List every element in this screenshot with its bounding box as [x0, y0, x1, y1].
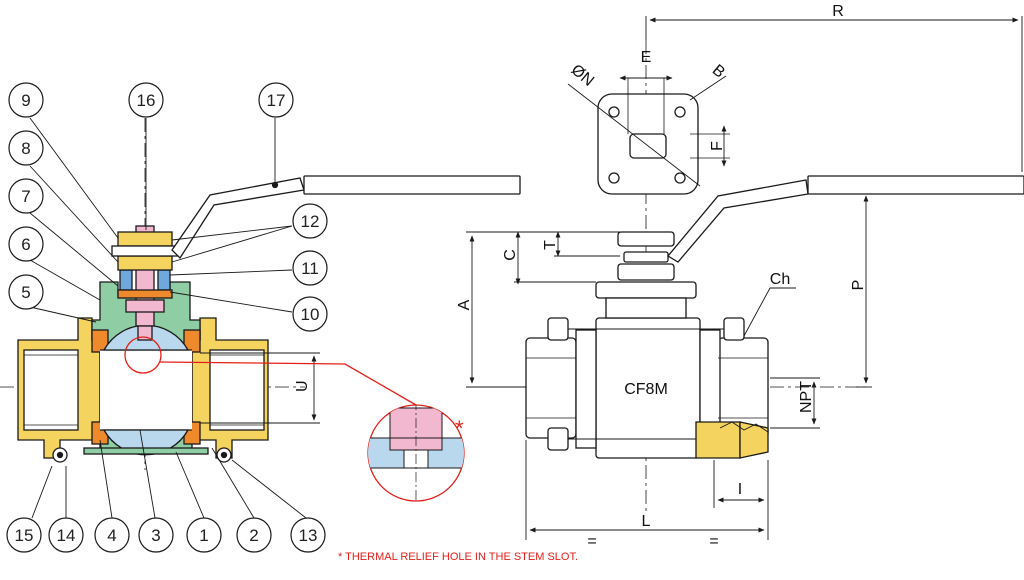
dim-R-label: R — [832, 3, 844, 20]
section-view — [0, 118, 305, 470]
dim-NPT-label: NPT — [798, 381, 815, 413]
part-8: 8 — [21, 139, 30, 158]
dim-U — [200, 352, 320, 424]
part-10: 10 — [301, 305, 320, 324]
handle-left — [171, 175, 521, 260]
part-1: 1 — [199, 526, 208, 545]
dim-C-label: C — [502, 249, 519, 261]
part-6: 6 — [21, 235, 30, 254]
part-9: 9 — [21, 91, 30, 110]
exterior-view — [470, 40, 870, 515]
dim-eq-left: = — [587, 533, 596, 550]
dim-P-label: P — [850, 280, 867, 291]
dim-eq-right: = — [709, 533, 718, 550]
handle-right — [667, 175, 1024, 263]
part-11: 11 — [301, 259, 319, 278]
dim-T-label: T — [542, 240, 559, 250]
part-5: 5 — [21, 283, 30, 302]
body-marking: CF8M — [624, 381, 668, 398]
part-15: 15 — [15, 526, 34, 545]
dim-Ch-label: Ch — [770, 271, 790, 288]
leader-lines-left — [29, 117, 307, 519]
part-13: 13 — [299, 526, 318, 545]
part-12: 12 — [301, 212, 320, 231]
dim-F-label: F — [709, 141, 726, 151]
dim-I-label: I — [738, 481, 742, 498]
detail-asterisk: * — [455, 416, 464, 441]
dim-U-label: U — [294, 380, 311, 392]
part-bubbles — [6, 82, 328, 553]
dimension-lines — [466, 16, 1023, 540]
part-3: 3 — [151, 526, 160, 545]
dim-E-label: E — [641, 49, 652, 66]
part-17: 17 — [267, 91, 286, 110]
part-16: 16 — [137, 91, 156, 110]
part-14: 14 — [57, 526, 76, 545]
part-7: 7 — [21, 187, 30, 206]
dim-L-label: L — [642, 513, 651, 530]
mounting-pad-view — [567, 75, 730, 195]
dim-B-label: B — [709, 62, 728, 82]
part-numbers: 9 8 7 6 5 16 17 12 11 10 15 14 4 3 1 2 1… — [15, 91, 320, 545]
dim-A-label: A — [456, 299, 473, 310]
thermal-relief-note: * THERMAL RELIEF HOLE IN THE STEM SLOT. — [338, 551, 578, 563]
detail-view — [368, 405, 464, 501]
dim-ON-label: ØN — [568, 61, 597, 89]
part-2: 2 — [249, 526, 258, 545]
part-4: 4 — [107, 526, 116, 545]
